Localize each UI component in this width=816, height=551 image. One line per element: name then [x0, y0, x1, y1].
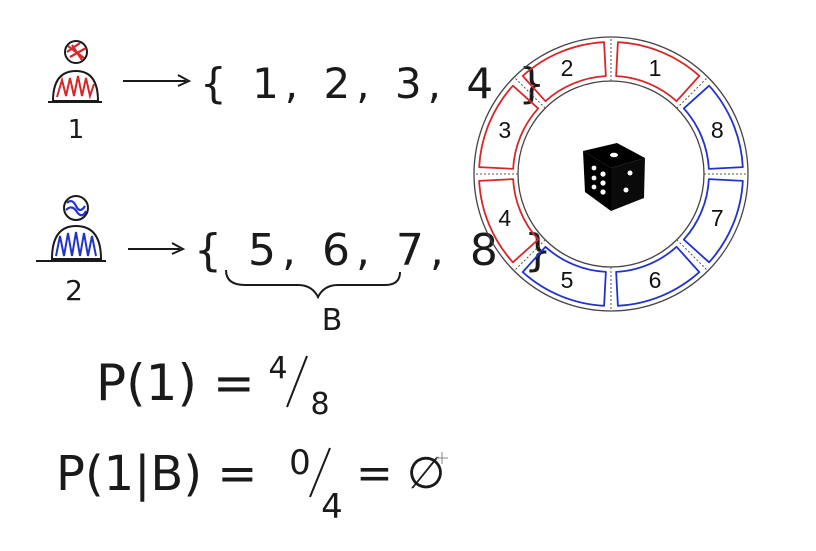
arrow-1-icon	[123, 74, 192, 87]
underbrace-shape	[225, 269, 401, 300]
player-2-group: 2 { 5, 6, 7, 8 } B	[36, 195, 552, 338]
person-1-icon	[48, 40, 102, 103]
wheel-segment-8-label: 8	[711, 117, 724, 143]
wheel-divider	[513, 239, 546, 272]
eq1-fraction-slash	[286, 355, 308, 408]
equation-2: P(1|B) = 0 4 = ∅	[56, 443, 445, 527]
wheel-divider	[513, 76, 546, 109]
wheel-segment-8-outline	[682, 84, 744, 170]
wheel-segment-7-outline	[682, 178, 744, 264]
wheel-segment-5-outline	[521, 245, 607, 307]
wheel-segment-2-outline	[521, 41, 607, 103]
player-1-group: 1 { 1, 2, 3, 4 }	[48, 40, 551, 145]
equation-1: P(1) = 4 8	[96, 351, 330, 422]
wheel-segment-4-outline	[478, 178, 540, 264]
wheel-outer-ring	[473, 36, 749, 312]
wheel-segment-7-label: 7	[711, 205, 724, 231]
wheel-segment-3-outline	[478, 84, 540, 170]
wheel-segment-1-label: 1	[649, 55, 662, 81]
player-1-label: 1	[68, 115, 85, 145]
wheel-segment-4-label: 4	[498, 205, 511, 231]
wheel-outlines	[478, 41, 744, 307]
wheel-dividers	[474, 37, 748, 311]
arrow-2-icon	[128, 242, 186, 255]
dice-icon	[583, 143, 645, 211]
wheel-segment-6-label: 6	[649, 267, 662, 293]
wheel-segment-3-label: 3	[498, 117, 511, 143]
eq2-numerator: 0	[289, 443, 311, 483]
wheel-segment-2-label: 2	[561, 55, 574, 81]
eq1-denominator: 8	[310, 387, 329, 422]
wheel-segment-1-outline	[615, 41, 701, 103]
spinner-wheel: 1 2 3 4 5 6 7 8	[473, 36, 749, 312]
wheel-segment-5-label: 5	[561, 267, 574, 293]
person-2-icon	[36, 195, 106, 262]
wheel-divider	[676, 76, 709, 109]
wheel-divider	[676, 239, 709, 272]
eq2-lhs: P(1|B) =	[56, 446, 258, 502]
eq1-lhs: P(1) =	[96, 354, 255, 412]
player-2-label: 2	[65, 274, 83, 307]
crosshair-cursor-icon	[436, 452, 448, 464]
eq2-denominator: 4	[321, 487, 343, 527]
eq2-fraction-slash	[309, 447, 331, 498]
brace-label: B	[322, 303, 343, 338]
wheel-segment-6-outline	[615, 245, 701, 307]
player-1-set: { 1, 2, 3, 4 }	[200, 59, 551, 108]
eq1-numerator: 4	[268, 351, 287, 386]
wheel-labels: 1 2 3 4 5 6 7 8	[498, 55, 723, 293]
eq2-rhs: = ∅	[356, 448, 445, 499]
